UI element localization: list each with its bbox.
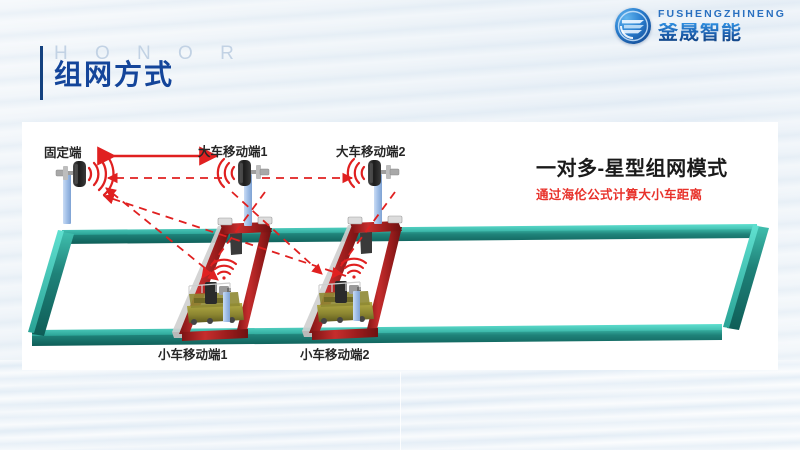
dashed-link-arrow-icon-group <box>102 172 396 281</box>
fusheng-circular-logo-icon <box>615 8 651 44</box>
background-divider <box>400 372 401 450</box>
label-bridge-mobile-2: 大车移动端2 <box>336 145 406 159</box>
radio-wave-icon-bridge-1 <box>216 157 236 189</box>
gantry-crane-2 <box>302 215 403 340</box>
label-fixed-end: 固定端 <box>44 146 82 160</box>
gantry-crane-1 <box>172 216 273 341</box>
antenna-mast-bridge-2 <box>374 174 382 224</box>
headline-main: 一对多-星型组网模式 <box>536 158 728 180</box>
network-topology-diagram <box>28 146 769 346</box>
page-title: H O N O R 组网方式 <box>40 43 245 100</box>
brand-english: FUSHENGZHINENG <box>658 8 786 20</box>
brand-chinese: 釜晟智能 <box>658 23 786 43</box>
radio-wave-icon-fixed-end <box>87 151 115 197</box>
antenna-device-icon-bridge-1 <box>238 160 270 186</box>
antenna-device-icon-bridge-2 <box>368 160 400 186</box>
rail-structure <box>28 224 769 346</box>
antenna-device-icon-fixed-end <box>55 161 86 187</box>
title-watermark: H O N O R <box>54 43 245 64</box>
label-trolley-mobile-1: 小车移动端1 <box>158 348 228 362</box>
antenna-mast-fixed <box>63 174 71 224</box>
label-trolley-mobile-2: 小车移动端2 <box>300 348 370 362</box>
brand-logo: FUSHENGZHINENG 釜晟智能 <box>615 8 786 44</box>
antenna-mast-bridge-1 <box>244 174 252 226</box>
title-heading: 组网方式 <box>54 59 175 90</box>
title-accent-bar <box>40 46 43 100</box>
radio-wave-icon-bridge-2 <box>346 157 366 189</box>
headline-sub: 通过海伦公式计算大小车距离 <box>536 188 703 202</box>
label-bridge-mobile-1: 大车移动端1 <box>198 145 268 159</box>
